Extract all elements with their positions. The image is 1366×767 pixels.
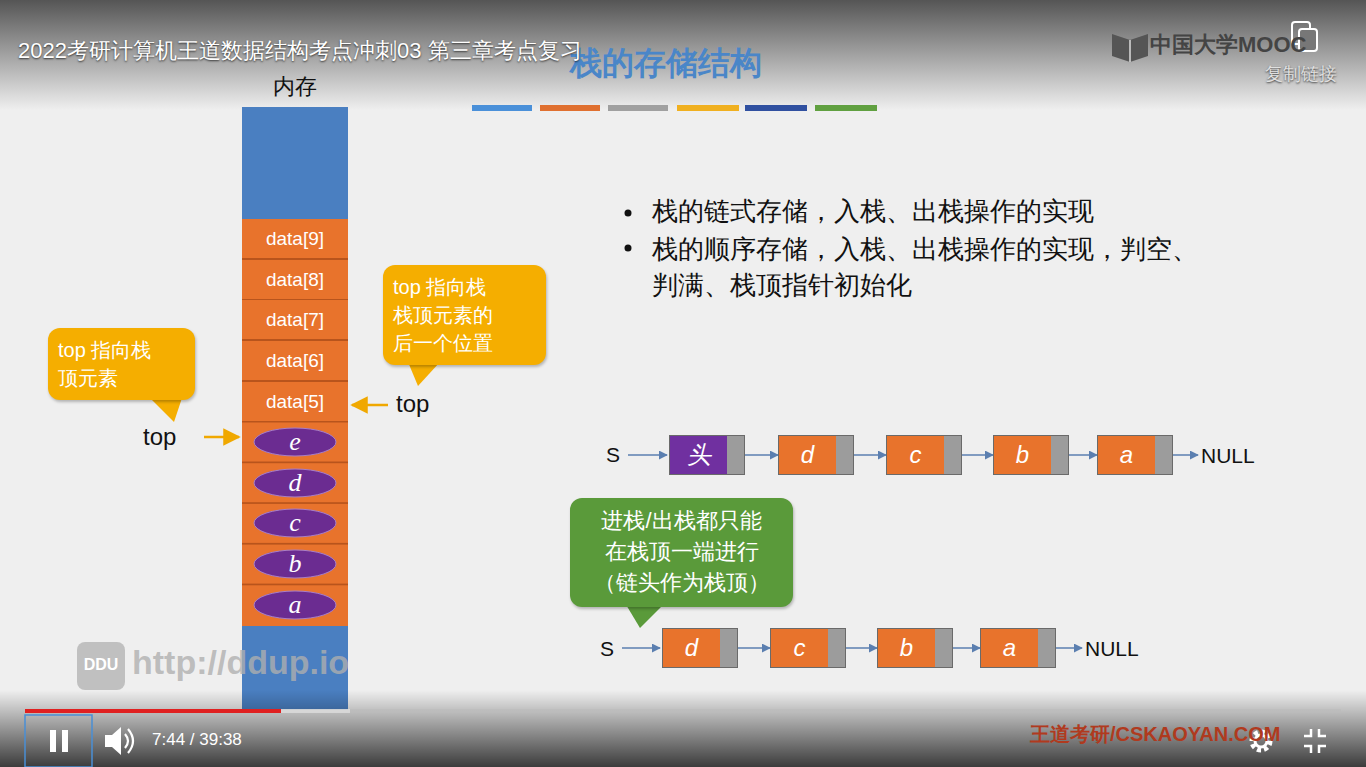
callout-text: 进栈/出栈都只能 在栈顶一端进行 （链头作为栈顶）: [580, 506, 783, 598]
memory-cell: data[6]: [242, 341, 348, 380]
callout-text: top 指向栈 栈顶元素的 后一个位置: [393, 273, 536, 357]
ellipse-shape: [254, 509, 336, 537]
node-text: data[5]: [242, 382, 348, 421]
slide-title: 栈的存储结构: [570, 44, 762, 82]
memory-column: [242, 107, 348, 710]
list-node: c: [886, 435, 962, 475]
bullet-text: 栈的顺序存储，入栈、出栈操作的实现，判空、 判满、栈顶指针初始化: [652, 231, 1252, 303]
stack-element: c: [253, 508, 337, 538]
pointer-arrow: [953, 647, 980, 649]
stack-element: e: [253, 427, 337, 457]
video-title: 2022考研计算机王道数据结构考点冲刺03 第三章考点复习: [18, 38, 582, 64]
mooc-logo: [1112, 34, 1148, 62]
list-node: b: [877, 628, 953, 668]
node-text: data[6]: [242, 341, 348, 380]
callout-bubble: top 指向栈 顶元素: [48, 328, 195, 400]
bullet-text: 栈的链式存储，入栈、出栈操作的实现: [652, 196, 1094, 227]
null-end: NULL: [1085, 636, 1139, 661]
pointer-arrow: [854, 454, 886, 456]
node-text: e: [253, 427, 337, 457]
title-shade: [0, 0, 1366, 110]
node-text: b: [994, 436, 1051, 474]
watermark-url: http://ddup.io: [132, 642, 349, 683]
node-text: data[8]: [242, 260, 348, 299]
list-node: 头: [669, 435, 745, 475]
ddu-badge: [77, 642, 125, 690]
time-display: 7:44 / 39:38: [152, 730, 242, 750]
node-text: c: [253, 508, 337, 538]
node-text: b: [878, 629, 935, 667]
publisher-mark: 王道考研/CSKAOYAN.COM: [1030, 722, 1280, 746]
pointer-arrow: [962, 454, 993, 456]
memory-column: 内存 data[9]data[8]data[7]data[6]data[5] edc…: [242, 72, 348, 710]
progress-bar: [25, 709, 1341, 713]
node-text: d: [663, 629, 720, 667]
null-end: NULL: [1201, 443, 1255, 468]
node-text: a: [253, 590, 337, 620]
pointer-arrow: [745, 454, 778, 456]
platform-logo: 中国大学MOOC: [1150, 32, 1306, 58]
list-head-pointer: S: [600, 636, 614, 661]
list-head-pointer: S: [606, 442, 620, 467]
node-text: a: [981, 629, 1038, 667]
callout-bubble: 进栈/出栈都只能 在栈顶一端进行 （链头作为栈顶）: [570, 498, 793, 607]
node-text: b: [253, 549, 337, 579]
pause-button: [25, 715, 92, 767]
list-node: a: [980, 628, 1056, 668]
node-text: data[7]: [242, 300, 348, 339]
memory-cell: data[8]: [242, 260, 348, 299]
fullscreen-icon: [1304, 729, 1326, 753]
memory-cell: data[9]: [242, 219, 348, 258]
volume-icon: [105, 727, 133, 755]
pointer-name: top: [143, 423, 176, 452]
list-node: b: [993, 435, 1069, 475]
node-text: data[9]: [242, 219, 348, 258]
ellipse-shape: [254, 469, 336, 497]
stack-element: a: [253, 590, 337, 620]
node-text: d: [779, 436, 836, 474]
stack-element: d: [253, 468, 337, 498]
copy-link: 复制链接: [1265, 64, 1337, 86]
list-node: d: [662, 628, 738, 668]
color-bars: [472, 105, 877, 111]
memory-cell: data[7]: [242, 300, 348, 339]
list-node: d: [778, 435, 854, 475]
callout-text: top 指向栈 顶元素: [58, 336, 185, 392]
memory-cell: data[5]: [242, 382, 348, 421]
ellipse-shape: [254, 428, 336, 456]
ellipse-shape: [254, 550, 336, 578]
pointer-arrow: [738, 647, 770, 649]
pointer-name: top: [396, 390, 429, 419]
node-text: c: [771, 629, 828, 667]
player-shade: [0, 690, 1366, 767]
memory-heading: 内存: [242, 72, 348, 102]
list-node: a: [1097, 435, 1173, 475]
stack-element: b: [253, 549, 337, 579]
bullet-dots: [625, 210, 632, 252]
callout-bubble: top 指向栈 栈顶元素的 后一个位置: [383, 265, 546, 365]
node-text: c: [887, 436, 944, 474]
list-node: c: [770, 628, 846, 668]
ellipse-shape: [254, 591, 336, 619]
node-text: a: [1098, 436, 1155, 474]
watermark-badge: DDU: [80, 655, 122, 674]
pointer-arrow: [1069, 454, 1097, 456]
node-text: 头: [670, 436, 727, 474]
pointer-arrow: [846, 647, 877, 649]
node-text: d: [253, 468, 337, 498]
